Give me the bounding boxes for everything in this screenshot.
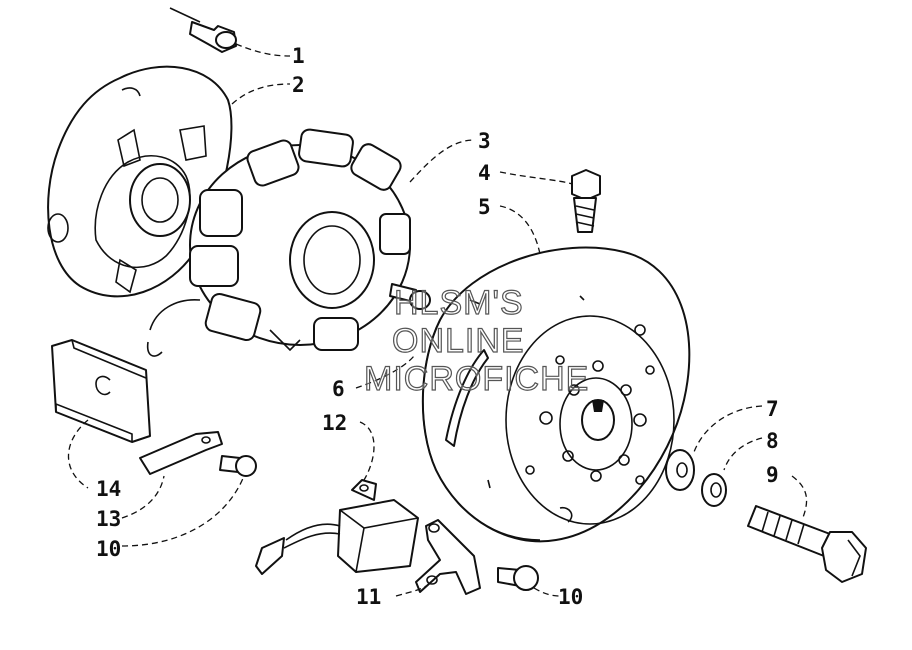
screw-part-1[interactable]	[169, 7, 237, 53]
callout-10-left: 10	[96, 537, 121, 561]
callout-10-right: 10	[558, 585, 583, 609]
plate-part-14[interactable]	[51, 339, 151, 443]
flywheel-part-5[interactable]	[421, 246, 691, 543]
callout-14: 14	[96, 477, 121, 501]
callout-11: 11	[356, 585, 381, 609]
watermark-line-1: HLSM'S	[394, 284, 524, 322]
flywheel-cover-part-2[interactable]	[47, 65, 233, 298]
bolt-part-9[interactable]	[747, 505, 867, 583]
lock-washer-part-8[interactable]	[701, 473, 727, 507]
callout-7: 7	[766, 397, 779, 421]
callout-4: 4	[478, 161, 491, 185]
screw-part-10-right[interactable]	[497, 565, 539, 591]
callout-2: 2	[292, 73, 305, 97]
watermark: HLSM'S ONLINE MICROFICHE	[363, 283, 589, 398]
bolt-part-6[interactable]	[389, 283, 431, 310]
module-part-12[interactable]	[255, 479, 419, 575]
bracket-part-13[interactable]	[139, 431, 223, 475]
callout-6: 6	[332, 377, 345, 401]
callout-5: 5	[478, 195, 491, 219]
callout-9: 9	[766, 463, 779, 487]
bracket-part-11[interactable]	[415, 519, 481, 595]
bolt-part-4[interactable]	[571, 169, 601, 233]
callout-12: 12	[322, 411, 347, 435]
leader-lines	[67, 43, 808, 597]
watermark-line-2: ONLINE	[392, 322, 525, 360]
callout-labels: 1 2 3 4 5 6 7 8 9 10 11 12 13 14 10	[96, 44, 779, 609]
callout-1: 1	[292, 44, 305, 68]
screw-part-10-left[interactable]	[219, 455, 257, 477]
callout-13: 13	[96, 507, 121, 531]
stator-part-3[interactable]	[146, 128, 411, 357]
watermark-line-3: MICROFICHE	[364, 360, 589, 398]
callout-3: 3	[478, 129, 491, 153]
washer-part-7[interactable]	[665, 449, 695, 491]
callout-8: 8	[766, 429, 779, 453]
